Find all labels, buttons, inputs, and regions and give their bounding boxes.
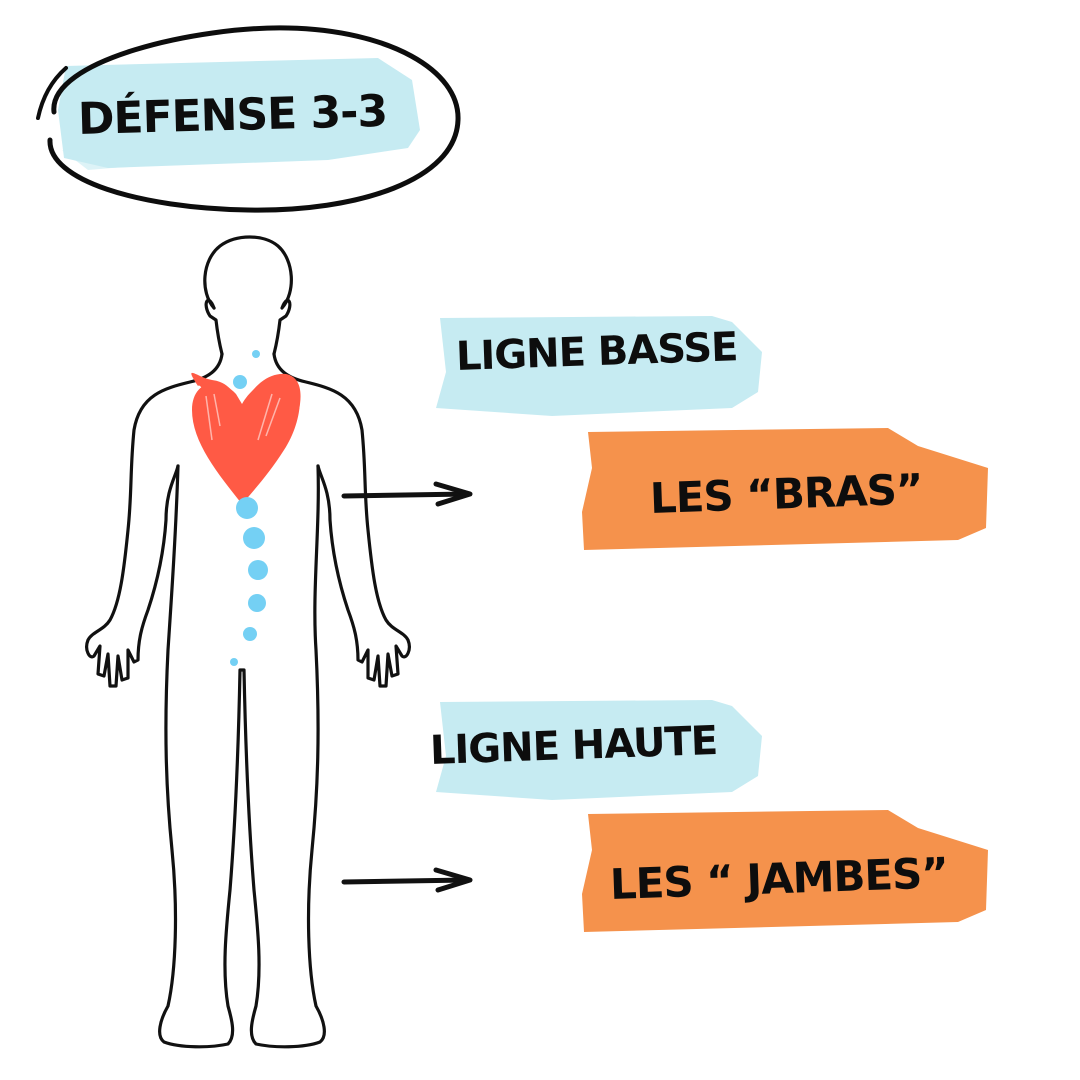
line-haute-brush <box>436 700 762 800</box>
page-title: DÉFENSE 3-3 <box>77 85 388 145</box>
arrow-right-icon <box>341 867 473 893</box>
les-bras-brush <box>582 428 988 550</box>
title-brush <box>58 58 420 170</box>
line-basse-label: LIGNE BASSE <box>455 324 739 380</box>
les-bras-label: LES “BRAS” <box>649 464 924 523</box>
spine-dots <box>230 350 268 666</box>
human-body-outline-icon <box>85 235 411 1049</box>
title-block: DÉFENSE 3-3 <box>28 20 468 220</box>
les-jambes-brush <box>582 810 988 932</box>
title-circle-icon <box>36 25 461 213</box>
line-basse-brush <box>436 316 762 416</box>
arrow-right-icon <box>341 481 473 507</box>
